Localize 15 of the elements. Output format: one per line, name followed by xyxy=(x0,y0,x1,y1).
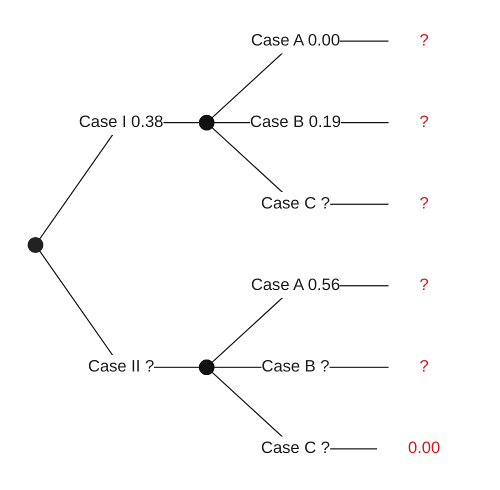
node-text: ? xyxy=(420,32,429,50)
tree-diagram: Case I 0.38 Case II ? Case A 0.00 Case B 0.19 Case C ? Case A 0.56 Case B ? Case C ? ? ? ? ? ? 0.00 xyxy=(20,5,480,485)
edge-label: Case II ? xyxy=(88,358,154,376)
node-text: ? xyxy=(420,194,429,212)
node-text: ? xyxy=(420,113,429,131)
edge-label: Case B ? xyxy=(262,358,330,376)
node-text: ? xyxy=(420,358,429,376)
node-text: ? xyxy=(420,276,429,294)
edge-label: Case A 0.56 xyxy=(251,276,340,294)
edge-label: Case C ? xyxy=(261,440,330,458)
edge-label: Case C ? xyxy=(261,194,330,212)
edge-label: Case B 0.19 xyxy=(250,113,342,131)
node-text: 0.00 xyxy=(408,440,440,458)
edge-label: Case A 0.00 xyxy=(251,32,340,50)
edge-label: Case I 0.38 xyxy=(79,113,164,131)
